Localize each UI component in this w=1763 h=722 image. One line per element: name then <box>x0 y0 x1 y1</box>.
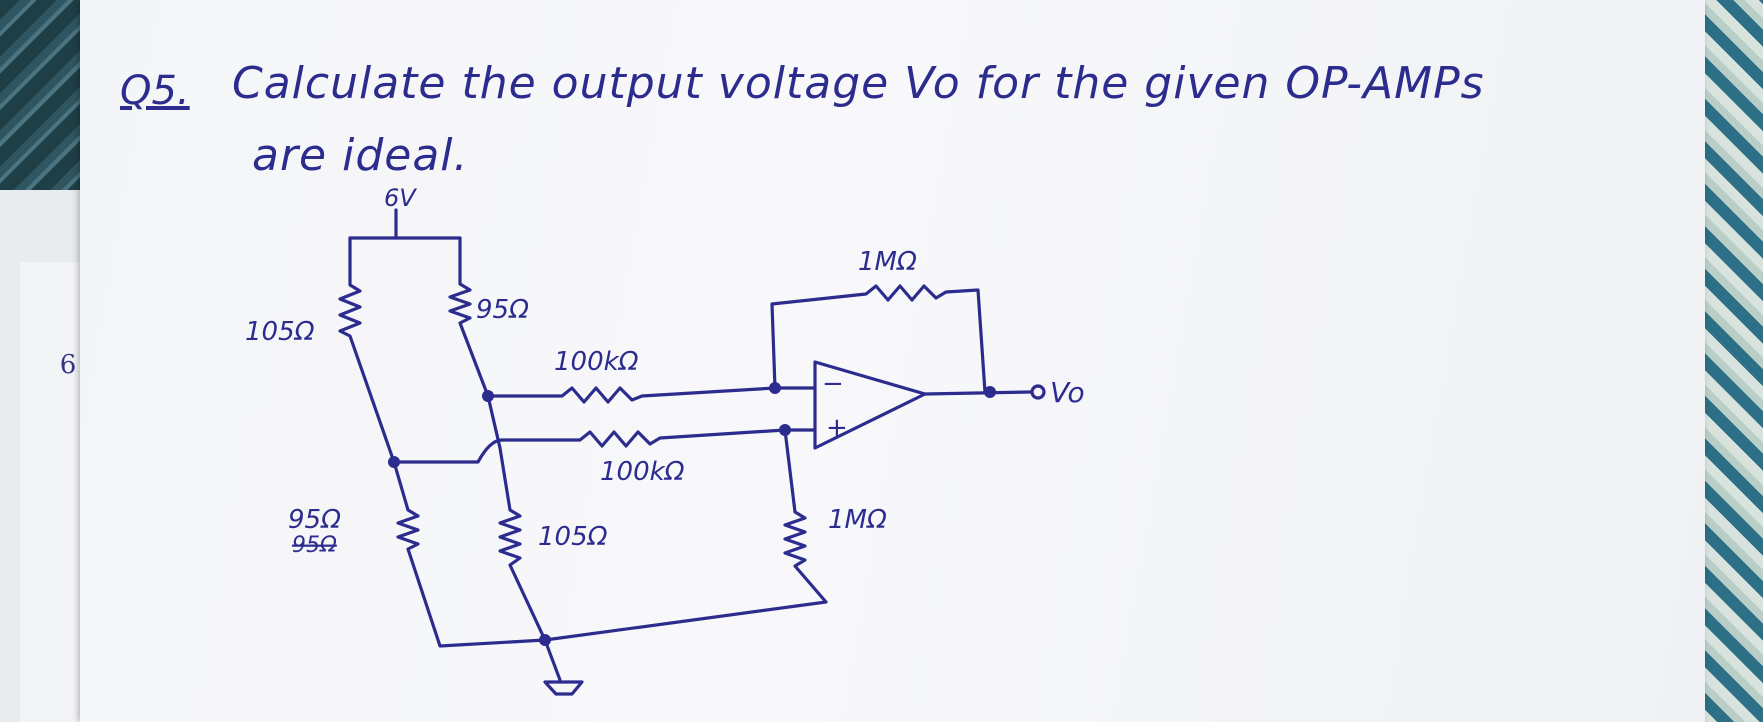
opamp-minus: − <box>822 369 844 399</box>
output-terminal <box>1030 384 1046 400</box>
junction-dot <box>984 386 996 398</box>
resistor-input-inverting <box>486 386 817 404</box>
label-r-bottom-left: 95Ω <box>288 505 341 535</box>
junction-dot <box>482 390 494 402</box>
opamp-plus: + <box>826 413 848 443</box>
resistor-feedback <box>770 284 987 394</box>
ground-wire <box>543 638 562 682</box>
label-r-top-right: 95Ω <box>476 295 529 325</box>
supply-label: 6V <box>384 184 417 212</box>
resistor-bottom-left <box>392 460 547 648</box>
cross-wire <box>392 438 504 464</box>
label-r-feedback: 1MΩ <box>858 247 917 277</box>
question-text-line-2: are ideal. <box>252 130 469 181</box>
label-r-bottom-left-crossed: 95Ω <box>292 533 337 558</box>
background-fabric-right <box>1703 0 1763 722</box>
question-text-line-1: Calculate the output voltage Vo for the … <box>232 58 1485 109</box>
resistor-top-right <box>448 236 490 398</box>
resistor-ground <box>543 428 828 642</box>
output-wire <box>923 390 1032 396</box>
opamp-triangle <box>813 360 927 450</box>
junction-dot <box>769 382 781 394</box>
margin-mark: 6 <box>59 350 77 380</box>
label-r-top-left: 105Ω <box>245 317 315 347</box>
resistor-bottom-right <box>498 446 547 642</box>
label-r-bottom-right: 105Ω <box>538 522 608 552</box>
label-r-input-inverting: 100kΩ <box>554 347 639 377</box>
resistor-input-noninverting <box>500 428 817 448</box>
junction-dot <box>388 456 400 468</box>
question-number: Q5. <box>120 68 190 114</box>
label-r-input-noninverting: 100kΩ <box>600 457 685 487</box>
label-output: Vo <box>1050 376 1085 409</box>
junction-dot <box>779 424 791 436</box>
ground-symbol <box>543 680 584 696</box>
junction-dot <box>539 634 551 646</box>
resistor-top-left <box>338 236 396 464</box>
label-r-ground: 1MΩ <box>828 505 887 535</box>
paper-sheet <box>80 0 1705 722</box>
